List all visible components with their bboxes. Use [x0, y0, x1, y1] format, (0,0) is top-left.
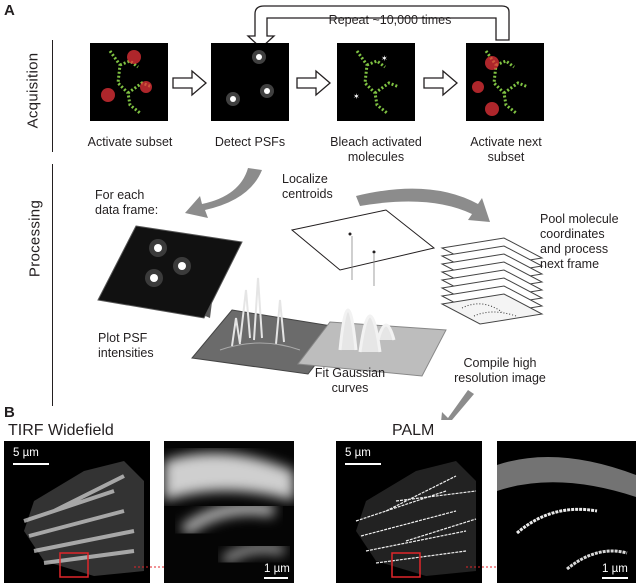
localize-line1: Localize [282, 172, 328, 186]
palm-zoom-image: 1 µm [497, 441, 636, 583]
activate-subset-image [90, 43, 168, 121]
pool-line4: next frame [540, 257, 600, 271]
step-activate-next-line1: Activate next [470, 135, 542, 149]
compile-line2: resolution image [454, 371, 546, 385]
bleach-molecules-image: ✶ ✶ [337, 43, 415, 121]
repeat-label: Repeat ~10,000 times [328, 13, 452, 27]
detect-psfs-image [211, 43, 289, 121]
svg-text:✶: ✶ [353, 92, 360, 101]
repeat-loop-arrow [246, 5, 510, 49]
palm-title: PALM [392, 422, 435, 439]
compile-line1: Compile high [463, 356, 537, 370]
for-each-line2: data frame: [95, 203, 159, 217]
pool-line3: and process [540, 242, 609, 256]
tirf-inset-connector [134, 566, 164, 568]
right-arrows [172, 69, 458, 97]
tirf-cell-image: 5 µm [4, 441, 150, 583]
palm-scale-label: 5 µm [345, 447, 371, 459]
palm-inset-connector [466, 566, 496, 568]
step-activate-subset: Activate subset [87, 135, 173, 149]
pool-line2: coordinates [540, 227, 605, 241]
gaussian-fit-plot [297, 308, 447, 377]
tirf-scale-bar [13, 463, 49, 465]
localize-line2: centroids [282, 187, 333, 201]
svg-text:✶: ✶ [381, 54, 388, 63]
plot-psf-line1: Plot PSF [98, 331, 148, 345]
panel-letter-a: A [4, 2, 15, 19]
plot-psf-line2: intensities [98, 346, 154, 360]
acquisition-divider [52, 40, 53, 152]
palm-zoom-scale-label: 1 µm [602, 563, 628, 575]
palm-scale-bar [345, 463, 381, 465]
centroids-plane [290, 209, 436, 286]
palm-zoom-scale-bar [602, 577, 628, 579]
for-each-line1: For each [95, 188, 145, 202]
step-bleach-line1: Bleach activated [330, 135, 422, 149]
tirf-title: TIRF Widefield [8, 422, 114, 439]
tirf-zoom-image: 1 µm [164, 441, 294, 583]
pooled-frames-stack [440, 237, 544, 325]
tirf-zoom-scale-bar [264, 577, 288, 579]
processing-divider [52, 164, 53, 406]
panel-letter-b: B [4, 404, 15, 421]
tirf-inset-box [59, 552, 89, 578]
palm-cell-image: 5 µm [336, 441, 482, 583]
tirf-scale-label: 5 µm [13, 447, 39, 459]
step-bleach-line2: molecules [347, 150, 405, 164]
pool-line1: Pool molecule [540, 212, 619, 226]
data-frame-image [97, 225, 243, 319]
step-detect-psfs: Detect PSFs [214, 135, 286, 149]
activate-next-image [466, 43, 544, 121]
palm-inset-box [391, 552, 421, 578]
step-activate-next-line2: subset [487, 150, 525, 164]
fit-gaussian-line1: Fit Gaussian [314, 366, 386, 380]
tirf-zoom-scale-label: 1 µm [264, 563, 290, 575]
fit-gaussian-line2: curves [331, 381, 369, 395]
